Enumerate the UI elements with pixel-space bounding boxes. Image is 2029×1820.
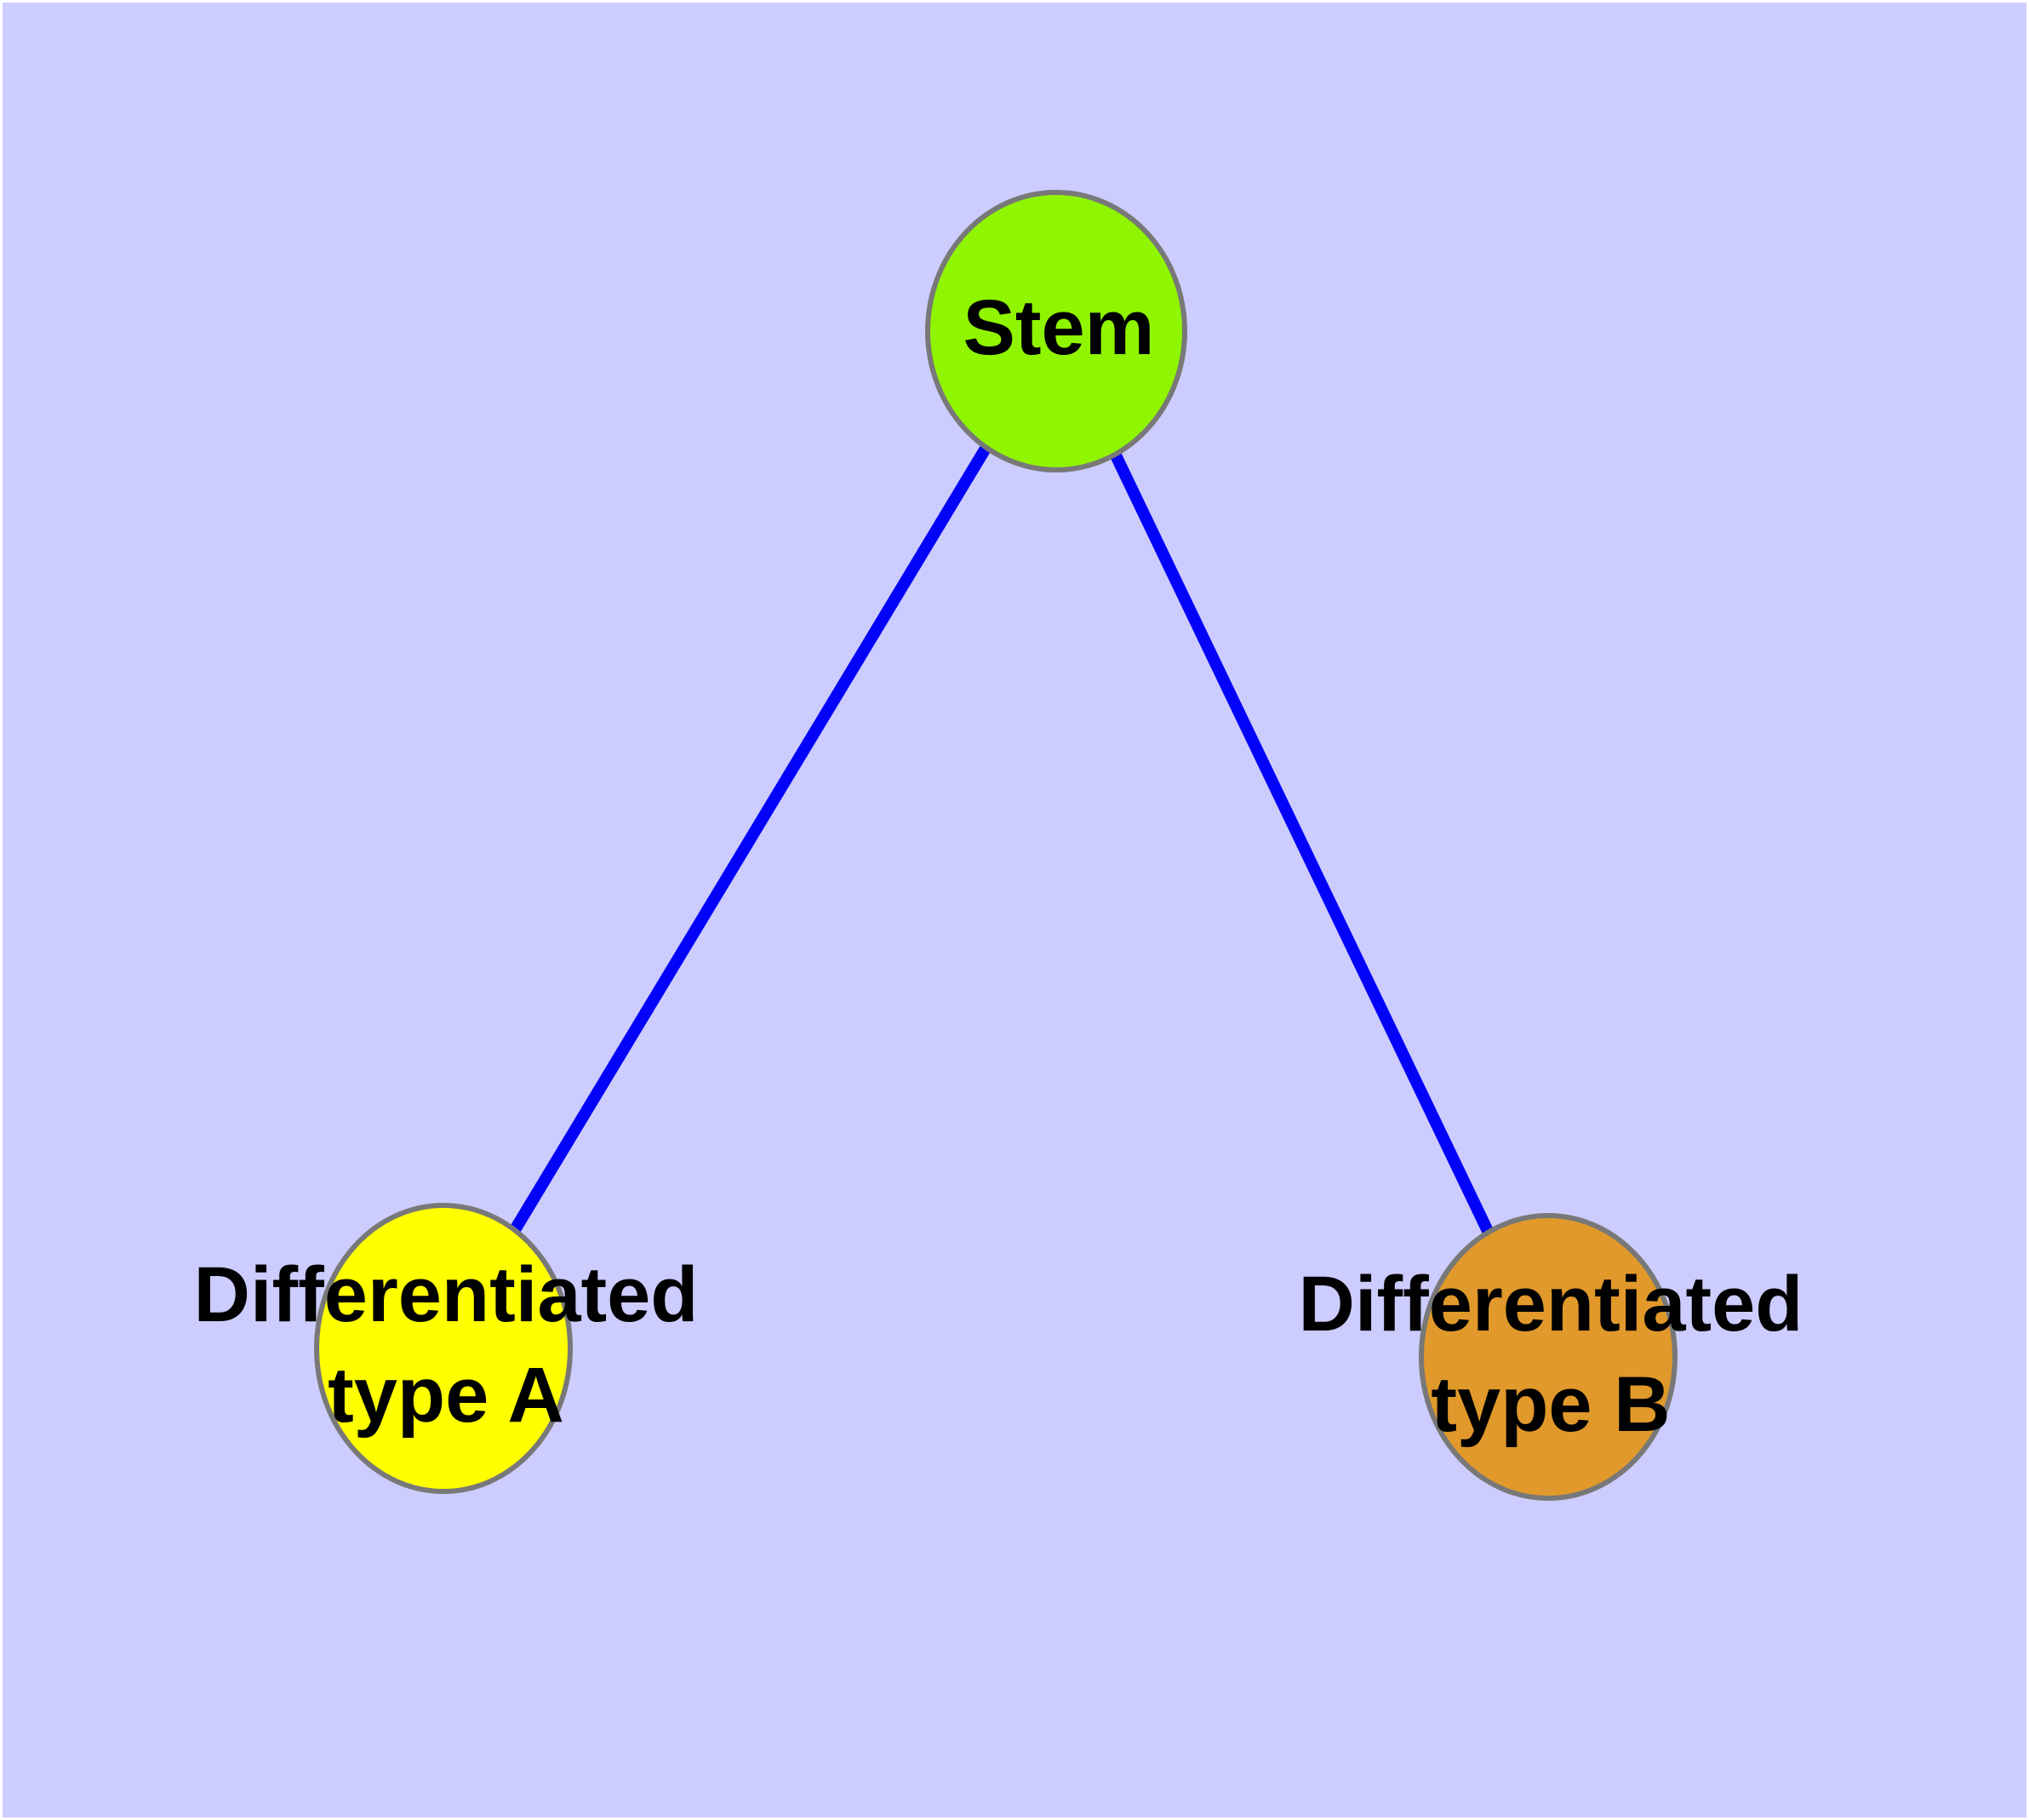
node-diff-b-label: Differentiated type B — [1298, 1261, 1803, 1448]
node-stem-circle — [925, 190, 1187, 472]
edge-stem-to-diff-b — [1050, 328, 1554, 1360]
edge-stem-to-diff-a — [438, 328, 1061, 1352]
node-diff-a-circle — [314, 1203, 573, 1494]
diagram-background: Stem Differentiated type A Differentiate… — [3, 3, 2026, 1817]
graph-svg — [314, 190, 1677, 1501]
node-diff-b-circle — [1419, 1213, 1677, 1501]
node-stem-label: Stem — [963, 284, 1155, 371]
node-diff-a-label: Differentiated type A — [193, 1251, 699, 1439]
